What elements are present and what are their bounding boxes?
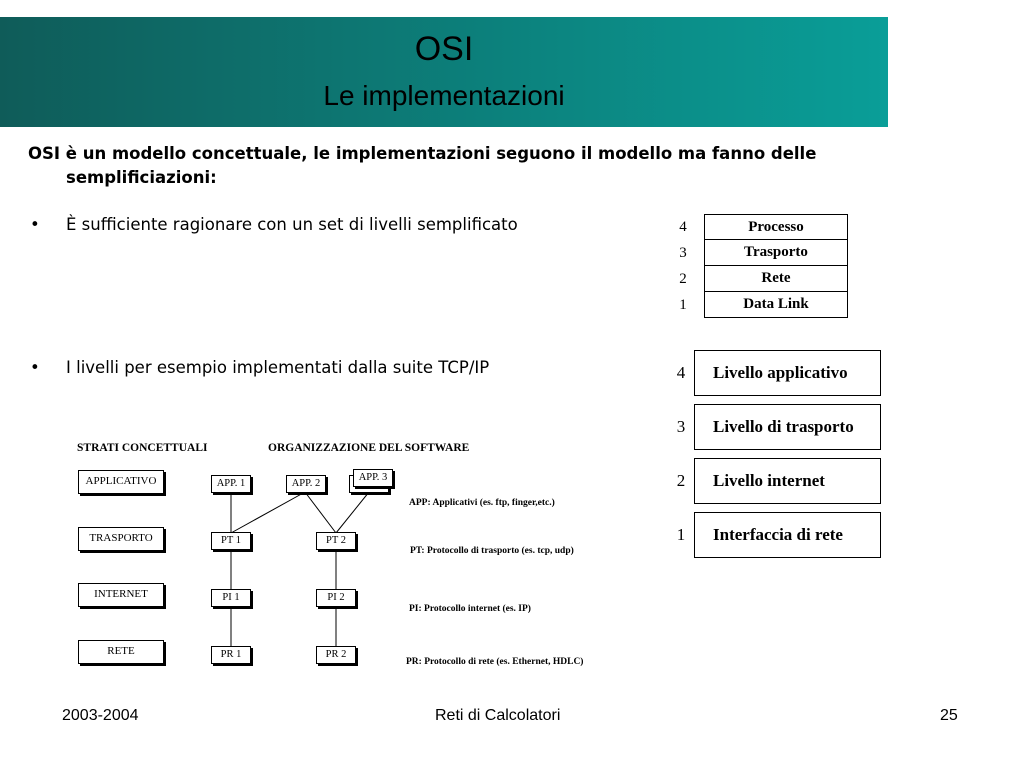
- node-app2: APP. 2: [286, 475, 326, 493]
- slide-number: 25: [940, 707, 958, 724]
- layer-box-applicativo: APPLICATIVO: [78, 470, 164, 494]
- simple-layer-row: 1 Data Link: [672, 292, 852, 318]
- tcpip-layer-row: 4 Livello applicativo: [670, 350, 885, 396]
- layer-number: 3: [676, 417, 686, 436]
- connector-line: [304, 491, 337, 534]
- node-pi2: PI 2: [316, 589, 356, 607]
- heading-conceptual-layers: STRATI CONCETTUALI: [77, 442, 208, 454]
- bullet-dot: •: [30, 215, 40, 234]
- layer-label: Trasporto: [704, 240, 848, 266]
- layer-number: 2: [676, 471, 686, 490]
- heading-software-organization: ORGANIZZAZIONE DEL SOFTWARE: [268, 442, 470, 454]
- connector-line: [230, 491, 306, 534]
- layer-box-rete: RETE: [78, 640, 164, 664]
- layer-number: 2: [679, 271, 687, 287]
- slide-subtitle: Le implementazioni: [323, 80, 565, 111]
- layer-label: Livello di trasporto: [694, 404, 881, 450]
- intro-text: OSI è un modello concettuale, le impleme…: [28, 142, 988, 190]
- simple-layer-row: 4 Processo: [672, 214, 852, 240]
- layer-number: 3: [679, 245, 687, 261]
- simple-layer-row: 3 Trasporto: [672, 240, 852, 266]
- tcpip-layer-row: 3 Livello di trasporto: [670, 404, 885, 450]
- legend-pr: PR: Protocollo di rete (es. Ethernet, HD…: [406, 657, 584, 667]
- intro-line-2: semplificiazioni:: [66, 168, 217, 187]
- legend-app: APP: Applicativi (es. ftp, finger,etc.): [409, 498, 555, 508]
- software-organization-diagram: STRATI CONCETTUALI ORGANIZZAZIONE DEL SO…: [60, 430, 620, 680]
- legend-pt: PT: Protocollo di trasporto (es. tcp, ud…: [410, 546, 574, 556]
- simple-layer-row: 2 Rete: [672, 266, 852, 292]
- layer-label: Livello applicativo: [694, 350, 881, 396]
- footer-course: Reti di Calcolatori: [435, 707, 561, 724]
- layer-label: Processo: [704, 214, 848, 240]
- layer-box-internet: INTERNET: [78, 583, 164, 607]
- legend-pi: PI: Protocollo internet (es. IP): [409, 604, 531, 614]
- layer-number: 4: [676, 363, 686, 382]
- layer-label: Livello internet: [694, 458, 881, 504]
- node-pt2: PT 2: [316, 532, 356, 550]
- tcpip-layer-row: 1 Interfaccia di rete: [670, 512, 885, 558]
- node-pr2: PR 2: [316, 646, 356, 664]
- layer-number: 4: [679, 219, 687, 235]
- footer-year: 2003-2004: [62, 707, 139, 724]
- bullet-dot: •: [30, 358, 40, 377]
- layer-label: Data Link: [704, 292, 848, 318]
- intro-line-1: OSI è un modello concettuale, le impleme…: [28, 144, 817, 163]
- node-pt1: PT 1: [211, 532, 251, 550]
- tcpip-layer-row: 2 Livello internet: [670, 458, 885, 504]
- layer-label: Interfaccia di rete: [694, 512, 881, 558]
- bullet-text: È sufficiente ragionare con un set di li…: [66, 215, 518, 234]
- layer-number: 1: [676, 525, 686, 544]
- layer-number: 1: [679, 297, 687, 313]
- slide-title: OSI: [414, 30, 474, 68]
- layer-box-trasporto: TRASPORTO: [78, 527, 164, 551]
- connector-line: [335, 491, 370, 534]
- layer-label: Rete: [704, 266, 848, 292]
- bullet-text: I livelli per esempio implementati dalla…: [66, 358, 490, 377]
- node-app3: APP. 3: [353, 469, 393, 487]
- title-banner: [0, 17, 888, 127]
- node-app1: APP. 1: [211, 475, 251, 493]
- diagram-connectors: [230, 491, 370, 647]
- node-pi1: PI 1: [211, 589, 251, 607]
- node-pr1: PR 1: [211, 646, 251, 664]
